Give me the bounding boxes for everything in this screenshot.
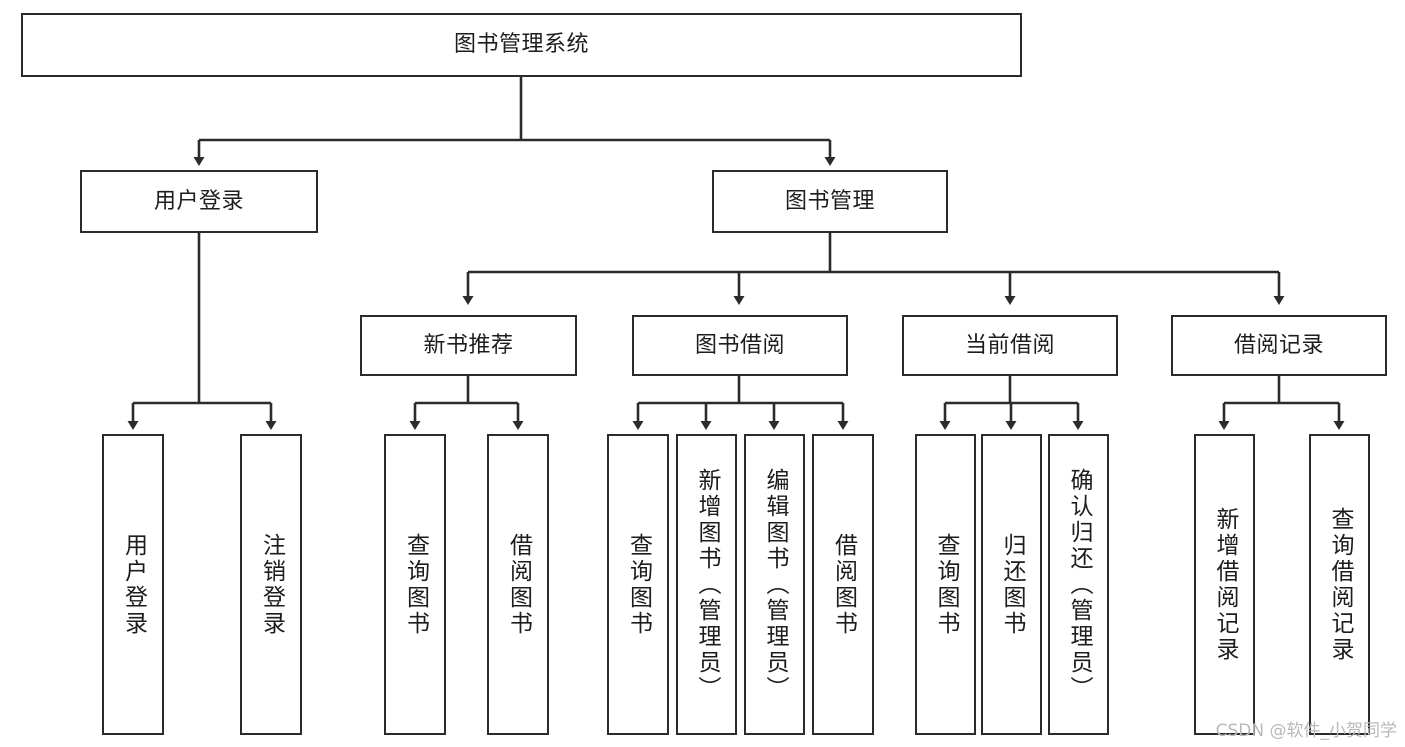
node-leaf-query-book-3-label: 查询图书 xyxy=(933,532,959,637)
node-book-borrow[interactable]: 图书借阅 xyxy=(632,315,848,376)
node-borrow-record-label: 借阅记录 xyxy=(1233,332,1324,358)
node-leaf-return-book[interactable]: 归还图书 xyxy=(981,434,1042,735)
node-leaf-add-book-label: 新增图书（管理员） xyxy=(694,467,720,702)
node-leaf-edit-book[interactable]: 编辑图书（管理员） xyxy=(744,434,805,735)
node-book-borrow-label: 图书借阅 xyxy=(694,332,785,358)
node-leaf-query-book-1-label: 查询图书 xyxy=(402,532,429,637)
node-leaf-add-record[interactable]: 新增借阅记录 xyxy=(1194,434,1255,735)
node-leaf-query-book-3[interactable]: 查询图书 xyxy=(915,434,976,735)
node-leaf-add-book[interactable]: 新增图书（管理员） xyxy=(676,434,737,735)
node-leaf-borrow-book-1[interactable]: 借阅图书 xyxy=(487,434,549,735)
node-root-label: 图书管理系统 xyxy=(453,32,589,58)
node-root[interactable]: 图书管理系统 xyxy=(21,13,1022,77)
node-leaf-confirm-return-label: 确认归还（管理员） xyxy=(1066,467,1092,702)
node-new-book-rec[interactable]: 新书推荐 xyxy=(360,315,577,376)
node-leaf-edit-book-label: 编辑图书（管理员） xyxy=(762,467,788,702)
node-book-mgmt-label: 图书管理 xyxy=(784,188,875,214)
node-leaf-user-login-label: 用户登录 xyxy=(120,532,147,637)
node-leaf-confirm-return[interactable]: 确认归还（管理员） xyxy=(1048,434,1109,735)
node-leaf-borrow-book-2-label: 借阅图书 xyxy=(830,532,857,637)
node-book-mgmt[interactable]: 图书管理 xyxy=(712,170,948,233)
node-user-login-label: 用户登录 xyxy=(153,188,244,214)
node-leaf-query-book-1[interactable]: 查询图书 xyxy=(384,434,446,735)
node-current-borrow-label: 当前借阅 xyxy=(964,332,1055,358)
node-leaf-logout-label: 注销登录 xyxy=(258,532,285,637)
node-borrow-record[interactable]: 借阅记录 xyxy=(1171,315,1387,376)
node-leaf-query-record[interactable]: 查询借阅记录 xyxy=(1309,434,1370,735)
node-leaf-query-book-2[interactable]: 查询图书 xyxy=(607,434,669,735)
node-leaf-return-book-label: 归还图书 xyxy=(999,532,1025,637)
node-leaf-borrow-book-2[interactable]: 借阅图书 xyxy=(812,434,874,735)
node-leaf-add-record-label: 新增借阅记录 xyxy=(1212,506,1238,663)
node-leaf-query-book-2-label: 查询图书 xyxy=(625,532,652,637)
node-leaf-logout[interactable]: 注销登录 xyxy=(240,434,302,735)
watermark-text: CSDN @软件_小贺同学 xyxy=(1215,721,1397,741)
node-new-book-rec-label: 新书推荐 xyxy=(423,332,514,358)
node-current-borrow[interactable]: 当前借阅 xyxy=(902,315,1118,376)
node-leaf-query-record-label: 查询借阅记录 xyxy=(1327,506,1353,663)
node-leaf-borrow-book-1-label: 借阅图书 xyxy=(505,532,532,637)
node-user-login[interactable]: 用户登录 xyxy=(80,170,318,233)
node-leaf-user-login[interactable]: 用户登录 xyxy=(102,434,164,735)
